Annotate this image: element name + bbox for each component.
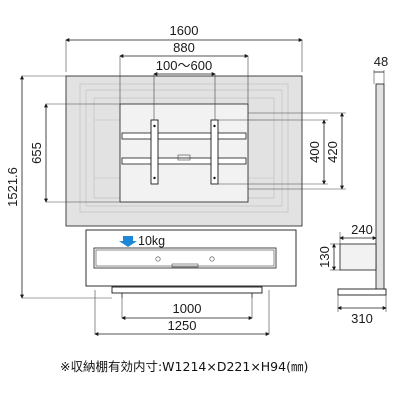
dim-mount-range: 100～600 xyxy=(156,58,212,73)
shelf-opening xyxy=(93,247,277,269)
base-foot xyxy=(111,286,263,294)
dim-base-inner: 1000 xyxy=(173,301,202,316)
mount-bracket-right xyxy=(210,119,219,185)
dim-base-depth: 310 xyxy=(351,311,373,326)
mount-plate xyxy=(119,103,249,203)
side-view: 48 240 130 310 xyxy=(317,54,388,326)
dim-vesa-400: 400 xyxy=(307,141,322,163)
dim-vesa-420: 420 xyxy=(325,141,340,163)
side-base xyxy=(337,288,387,296)
shelf-load-label: 10kg xyxy=(138,234,165,248)
mount-bracket-left xyxy=(150,119,159,185)
side-shelf xyxy=(339,243,377,271)
dim-overall-height: 1521.6 xyxy=(5,167,20,207)
dim-shelf-depth: 240 xyxy=(351,222,373,237)
dim-base-outer: 1250 xyxy=(168,318,197,333)
dim-mount-width: 880 xyxy=(173,40,195,55)
dim-side-thickness: 48 xyxy=(374,54,388,69)
mount-rail-bottom xyxy=(121,157,247,165)
front-view: 10kg 1600 880 100～600 655 1521.6 xyxy=(5,23,346,336)
down-arrow-icon xyxy=(119,236,137,247)
dim-shelf-height: 130 xyxy=(317,246,332,268)
mount-rail-top xyxy=(121,132,247,140)
storage-inner-dimension-note: ※収納棚有効内寸:W1214×D221×H94(㎜) xyxy=(60,359,309,374)
dim-overall-width: 1600 xyxy=(170,23,199,38)
dim-mount-height: 655 xyxy=(29,142,44,164)
side-panel xyxy=(375,83,385,293)
